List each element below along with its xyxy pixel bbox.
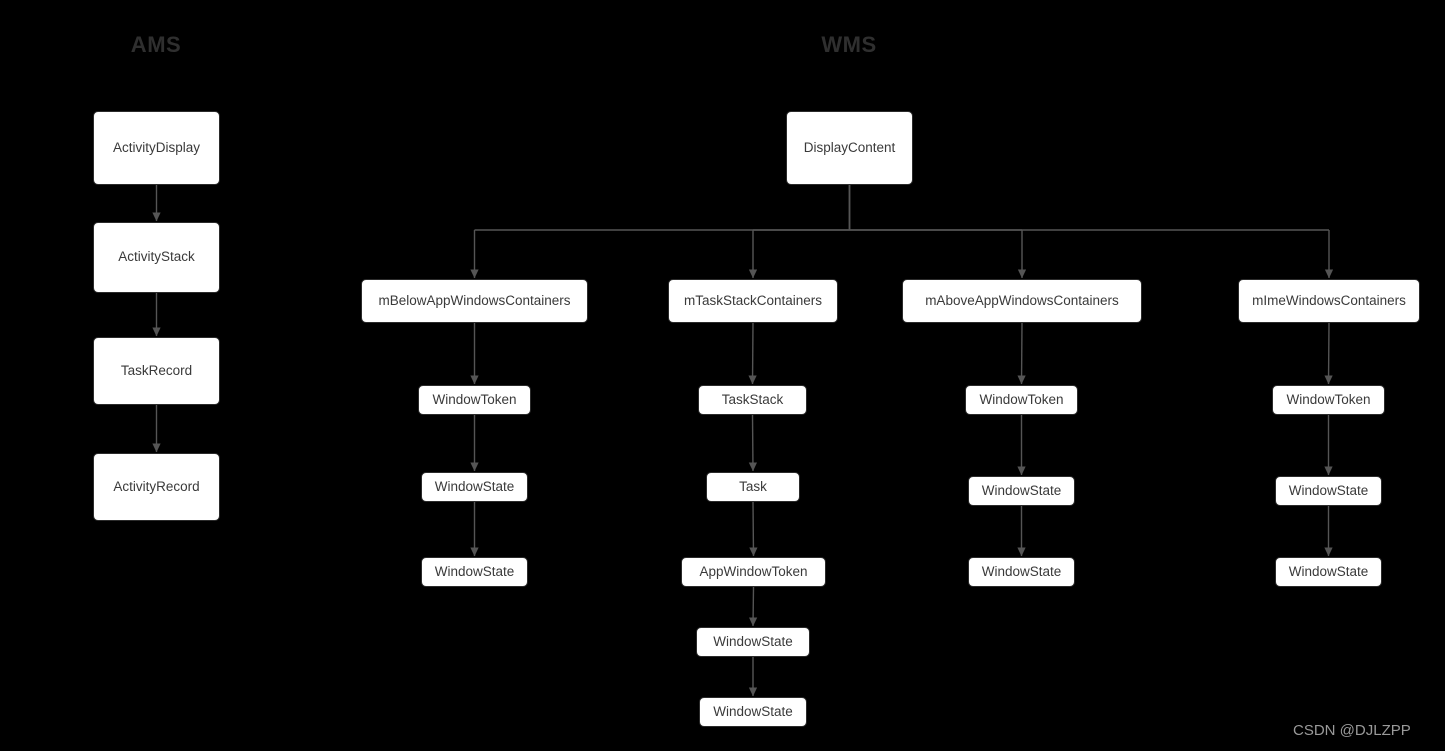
node-ime-windowstate-2[interactable]: WindowState <box>1275 557 1382 587</box>
node-wms-ime-containers[interactable]: mImeWindowsContainers <box>1238 279 1420 323</box>
node-above-windowstate-2[interactable]: WindowState <box>968 557 1075 587</box>
node-ams-activitydisplay[interactable]: ActivityDisplay <box>93 111 220 185</box>
node-stack-windowstate-2[interactable]: WindowState <box>699 697 807 727</box>
node-wms-taskstack-containers[interactable]: mTaskStackContainers <box>668 279 838 323</box>
node-ime-windowtoken[interactable]: WindowToken <box>1272 385 1385 415</box>
node-above-windowstate-1[interactable]: WindowState <box>968 476 1075 506</box>
node-below-windowstate-1[interactable]: WindowState <box>421 472 528 502</box>
node-stack-taskstack[interactable]: TaskStack <box>698 385 807 415</box>
edges <box>152 185 1334 697</box>
node-ime-windowstate-1[interactable]: WindowState <box>1275 476 1382 506</box>
node-ams-activitystack[interactable]: ActivityStack <box>93 222 220 293</box>
node-ams-taskrecord[interactable]: TaskRecord <box>93 337 220 405</box>
edge-wms-taskstack-containers-to-stack-taskstack <box>748 322 757 385</box>
node-stack-appwindowtoken[interactable]: AppWindowToken <box>681 557 826 587</box>
node-wms-displaycontent[interactable]: DisplayContent <box>786 111 913 185</box>
edge-wms-ime-containers-to-ime-windowtoken <box>1324 322 1333 385</box>
edge-wms-above-containers-to-above-windowtoken <box>1017 322 1026 385</box>
node-above-windowtoken[interactable]: WindowToken <box>965 385 1078 415</box>
node-stack-windowstate-1[interactable]: WindowState <box>696 627 810 657</box>
edge-stack-task-to-stack-appwindowtoken <box>749 501 758 557</box>
node-ams-activityrecord[interactable]: ActivityRecord <box>93 453 220 521</box>
section-title-ams: AMS <box>130 32 182 57</box>
node-below-windowstate-2[interactable]: WindowState <box>421 557 528 587</box>
node-stack-task[interactable]: Task <box>706 472 800 502</box>
edge-stack-taskstack-to-stack-task <box>748 414 758 472</box>
node-wms-above-containers[interactable]: mAboveAppWindowsContainers <box>902 279 1142 323</box>
node-wms-below-containers[interactable]: mBelowAppWindowsContainers <box>361 279 588 323</box>
edge-stack-appwindowtoken-to-stack-windowstate-1 <box>748 586 758 627</box>
watermark: CSDN @DJLZPP <box>1293 722 1411 739</box>
section-title-wms: WMS <box>821 32 877 57</box>
node-below-windowtoken[interactable]: WindowToken <box>418 385 531 415</box>
